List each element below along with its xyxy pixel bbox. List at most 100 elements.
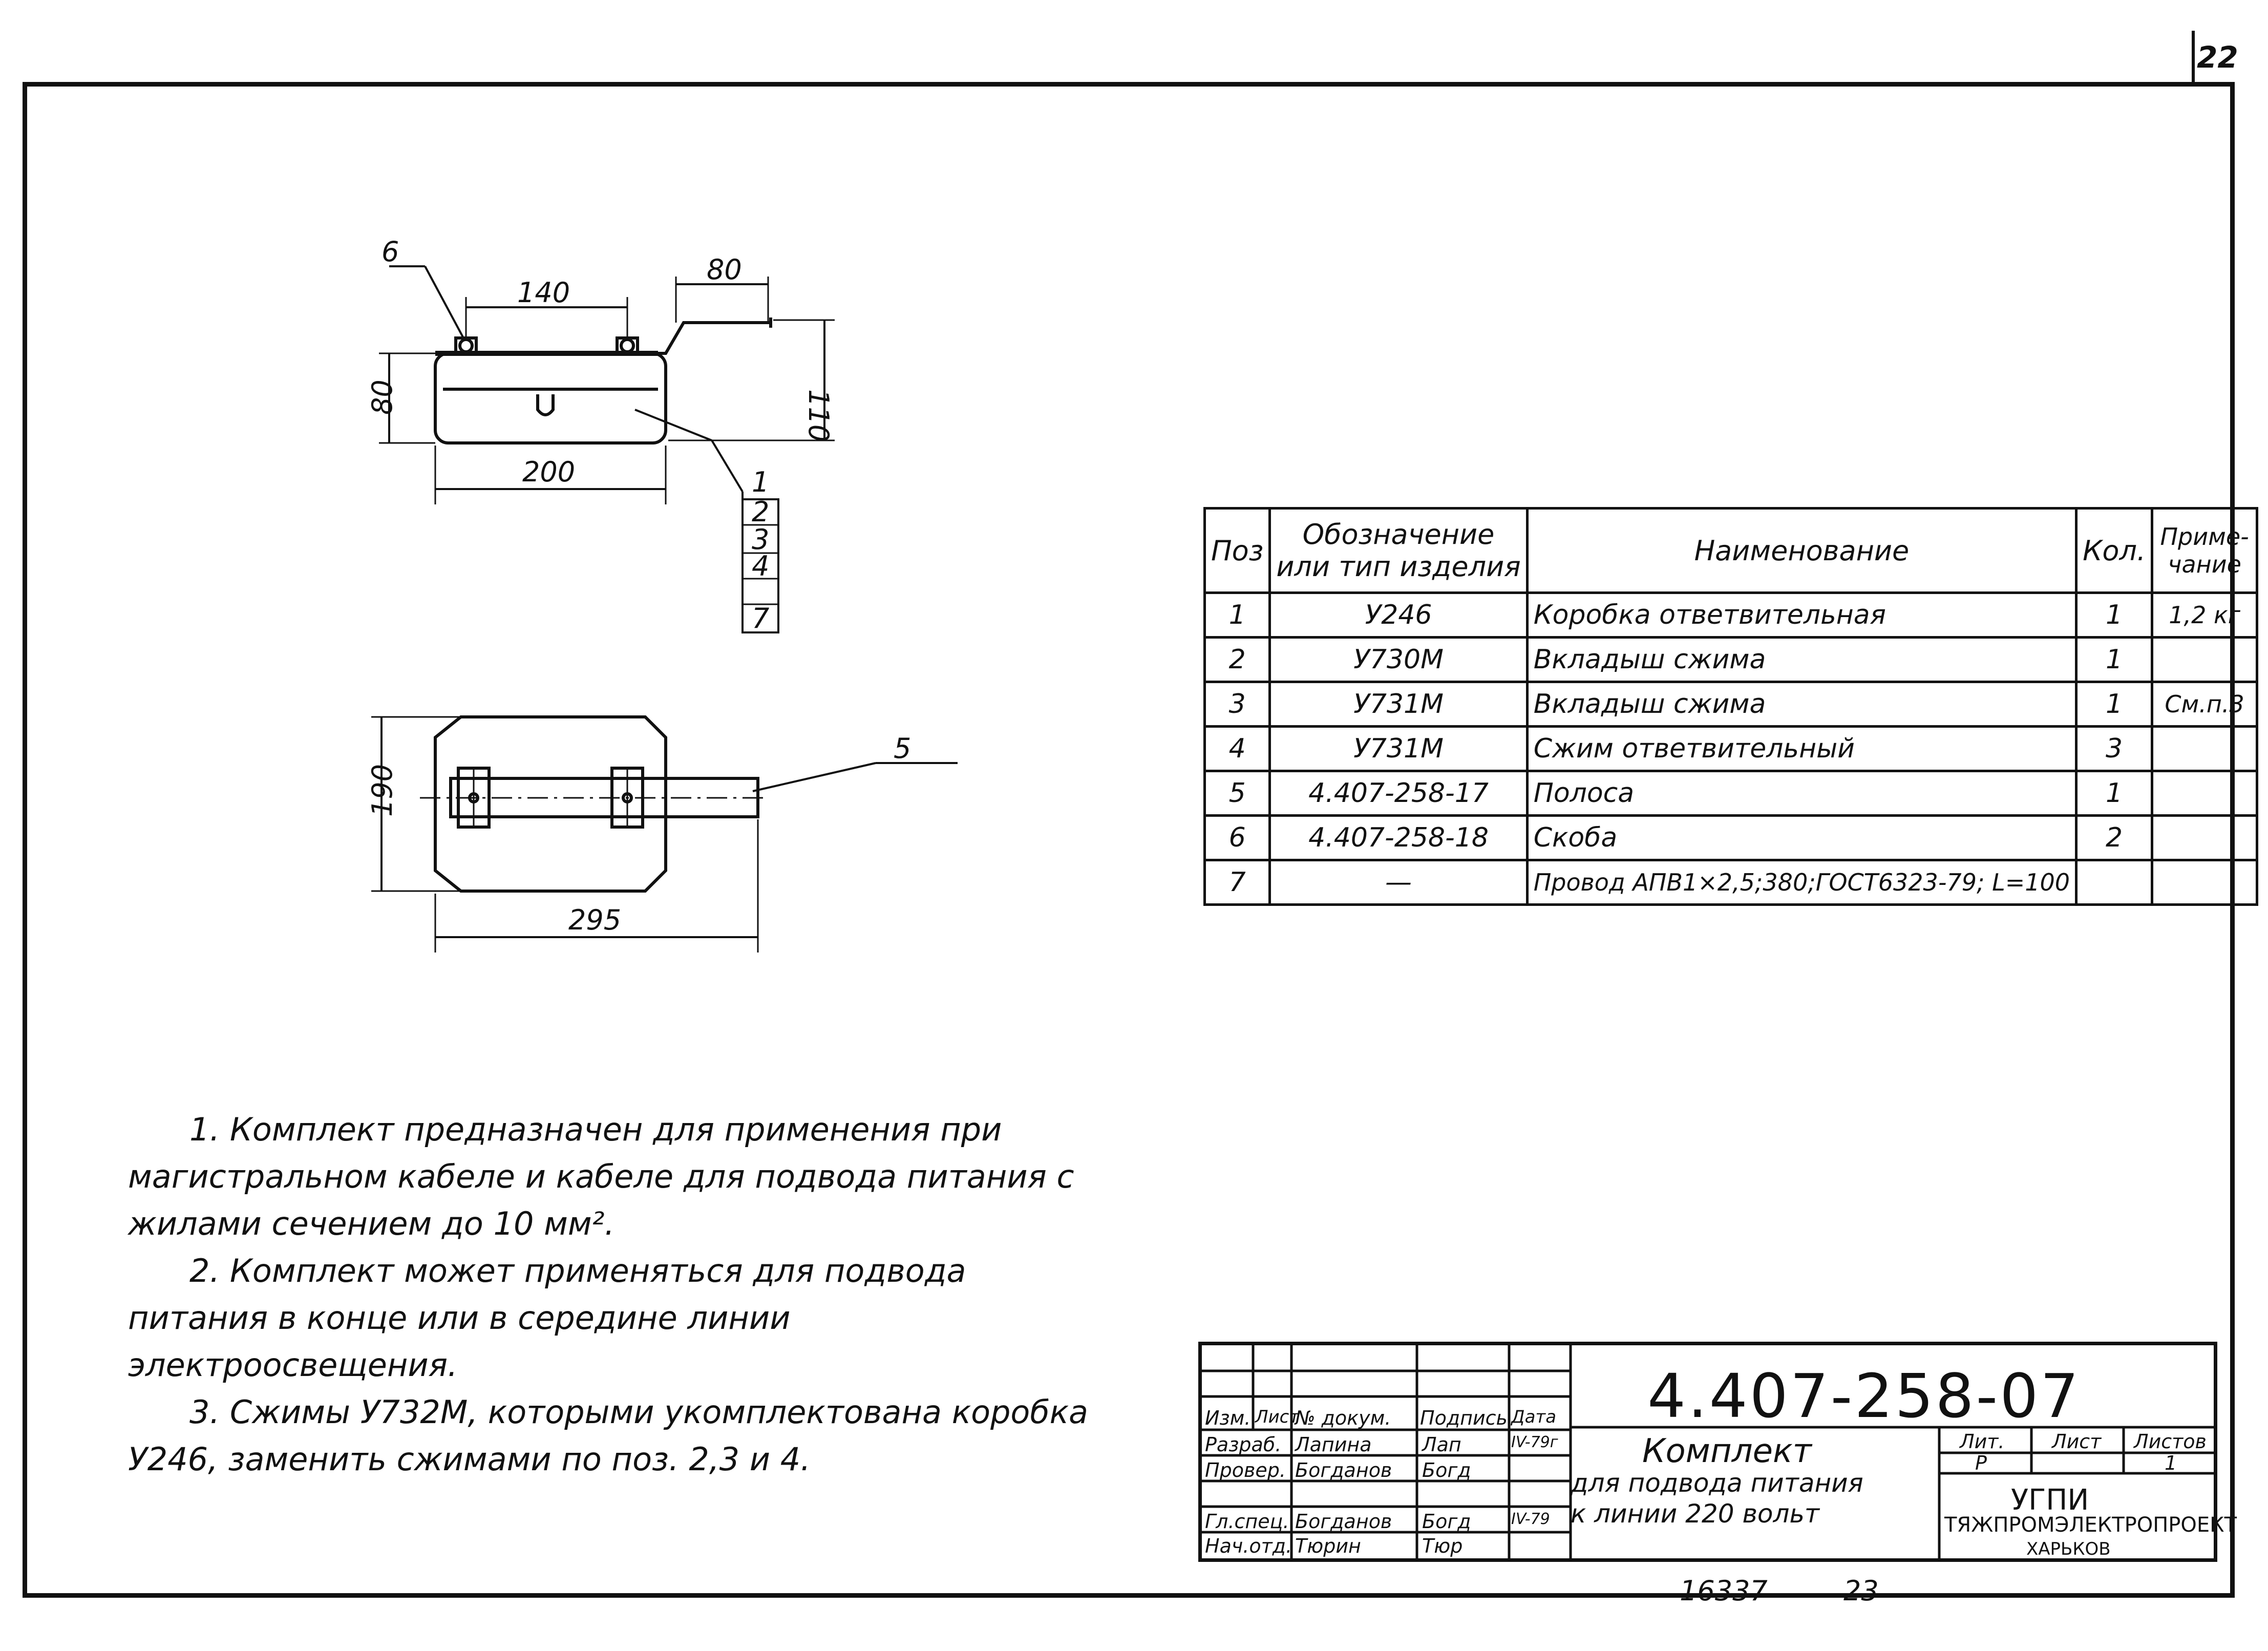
hdr-qty: Кол.: [2075, 507, 2154, 594]
table-row: 7 — Провод АПВ1×2,5;380;ГОСТ6323-79; L=1…: [1203, 859, 2259, 906]
role-2: Провер.: [1205, 1459, 1286, 1481]
callout-5: 5: [894, 732, 911, 765]
cell-qty: 1: [2075, 681, 2154, 728]
org-city: ХАРЬКОВ: [2026, 1539, 2111, 1559]
cell-name: Скоба: [1525, 814, 2078, 861]
role-4-name: Тюрин: [1295, 1535, 1361, 1557]
page-number: 23: [1843, 1575, 1879, 1607]
cell-note: [2151, 725, 2259, 772]
hdr-designation: Обозначение или тип изделия: [1268, 507, 1529, 594]
callout-stack-4: 4: [752, 550, 769, 582]
title-line-1: Комплект: [1642, 1432, 1812, 1470]
cell-designation: 4.407-258-17: [1268, 770, 1529, 817]
table-row: 5 4.407-258-17 Полоса 1: [1203, 770, 2259, 817]
cell-note: [2151, 814, 2259, 861]
role-1-sign: Лап: [1422, 1433, 1461, 1456]
sheets-value: 1: [2165, 1452, 2177, 1474]
box-plan-view: [434, 715, 667, 893]
cell-name: Сжим ответвительный: [1525, 725, 2078, 772]
lit-label: Лит.: [1960, 1430, 2005, 1453]
role-3-name: Богданов: [1295, 1510, 1392, 1533]
org-full-name: ТЯЖПРОМЭЛЕКТРОПРОЕКТ: [1944, 1513, 2237, 1537]
dim-110: 110: [802, 389, 835, 442]
table-row: 1 У246 Коробка ответвительная 1 1,2 кг: [1203, 591, 2259, 639]
callout-6: 6: [381, 236, 399, 268]
role-2-name: Богданов: [1295, 1459, 1392, 1481]
role-3-sign: Богд: [1422, 1510, 1471, 1533]
cell-pos: 4: [1203, 725, 1271, 772]
hdr-designation-1: Обозначение: [1302, 518, 1495, 551]
col-header-docnum: № докум.: [1295, 1407, 1391, 1429]
cell-pos: 6: [1203, 814, 1271, 861]
lit-value: Р: [1975, 1452, 1987, 1474]
callout-stack-2: 2: [752, 496, 769, 528]
spec-header-row: Поз Обозначение или тип изделия Наименов…: [1203, 507, 2259, 594]
hdr-name: Наименование: [1525, 507, 2078, 594]
hdr-note-2: чание: [2168, 551, 2241, 578]
cell-name: Коробка ответвительная: [1525, 591, 2078, 639]
cell-note: [2151, 859, 2259, 906]
col-header-sign: Подпись: [1420, 1407, 1508, 1429]
box-side-view: [434, 352, 667, 444]
dim-200: 200: [522, 456, 575, 488]
cell-note: См.п.3: [2151, 681, 2259, 728]
document-number: 4.407-258-07: [1647, 1361, 2081, 1431]
notes-block: 1. Комплект предназначен для применения …: [128, 1106, 1101, 1483]
role-3: Гл.спец.: [1205, 1510, 1289, 1533]
cell-name: Провод АПВ1×2,5;380;ГОСТ6323-79; L=100: [1525, 859, 2078, 906]
bent-strip: [645, 321, 771, 355]
title-line-3: к линии 220 вольт: [1571, 1499, 1820, 1529]
dim-80-left: 80: [366, 379, 398, 415]
role-4: Нач.отд.: [1205, 1535, 1292, 1557]
sheet-label: Лист: [2052, 1430, 2102, 1453]
role-4-sign: Тюр: [1422, 1535, 1463, 1557]
hdr-pos: Поз: [1203, 507, 1271, 594]
cell-designation: —: [1268, 859, 1529, 906]
cell-designation: У246: [1268, 591, 1529, 639]
dim-80-top: 80: [707, 253, 742, 286]
table-row: 2 У730М Вкладыш сжима 1: [1203, 636, 2259, 683]
cell-qty: 3: [2075, 725, 2154, 772]
table-row: 3 У731М Вкладыш сжима 1 См.п.3: [1203, 681, 2259, 728]
corner-box: [2192, 31, 2251, 82]
cell-pos: 5: [1203, 770, 1271, 817]
note-2: 2. Комплект может применяться для подвод…: [128, 1252, 966, 1384]
hdr-note-1: Приме-: [2160, 523, 2249, 551]
cell-pos: 7: [1203, 859, 1271, 906]
cell-qty: 2: [2075, 814, 2154, 861]
corner-sheet-number: 22: [2197, 40, 2238, 75]
inventory-number: 16337: [1680, 1575, 1768, 1607]
cell-name: Вкладыш сжима: [1525, 636, 2078, 683]
table-row: 4 У731М Сжим ответвительный 3: [1203, 725, 2259, 772]
hdr-note: Приме- чание: [2151, 507, 2259, 594]
callout-stack-3: 3: [752, 523, 769, 556]
cell-designation: У731М: [1268, 681, 1529, 728]
role-1: Разраб.: [1205, 1433, 1282, 1456]
hdr-designation-2: или тип изделия: [1276, 551, 1521, 583]
cell-name: Полоса: [1525, 770, 2078, 817]
technical-drawing: 140 80 110 80 200 190 295 6 5 1 2 3 4 7: [366, 236, 958, 952]
org-name: УГПИ: [2011, 1484, 2089, 1517]
table-row: 6 4.407-258-18 Скоба 2: [1203, 814, 2259, 861]
cell-designation: 4.407-258-18: [1268, 814, 1529, 861]
dim-190: 190: [366, 764, 398, 817]
cell-pos: 1: [1203, 591, 1271, 639]
role-1-name: Лапина: [1295, 1433, 1372, 1456]
role-1-date: IV-79г: [1511, 1433, 1558, 1451]
cell-designation: У730М: [1268, 636, 1529, 683]
col-header-izm: Изм.: [1205, 1407, 1251, 1429]
note-3: 3. Сжимы У732М, которыми укомплектована …: [128, 1393, 1089, 1478]
cell-qty: 1: [2075, 636, 2154, 683]
cell-note: [2151, 636, 2259, 683]
cell-note: [2151, 770, 2259, 817]
col-header-date: Дата: [1511, 1407, 1557, 1427]
title-block: 4.407-258-07 Комплект для подвода питани…: [1198, 1342, 2237, 1562]
dim-295: 295: [568, 904, 621, 936]
specification-table: Поз Обозначение или тип изделия Наименов…: [1203, 507, 2259, 906]
title-block-grid: [1202, 1345, 2214, 1558]
cell-pos: 3: [1203, 681, 1271, 728]
cell-pos: 2: [1203, 636, 1271, 683]
callout-stack-1: 1: [752, 466, 769, 498]
role-3-date: IV-79: [1511, 1510, 1550, 1528]
title-line-2: для подвода питания: [1571, 1468, 1863, 1498]
